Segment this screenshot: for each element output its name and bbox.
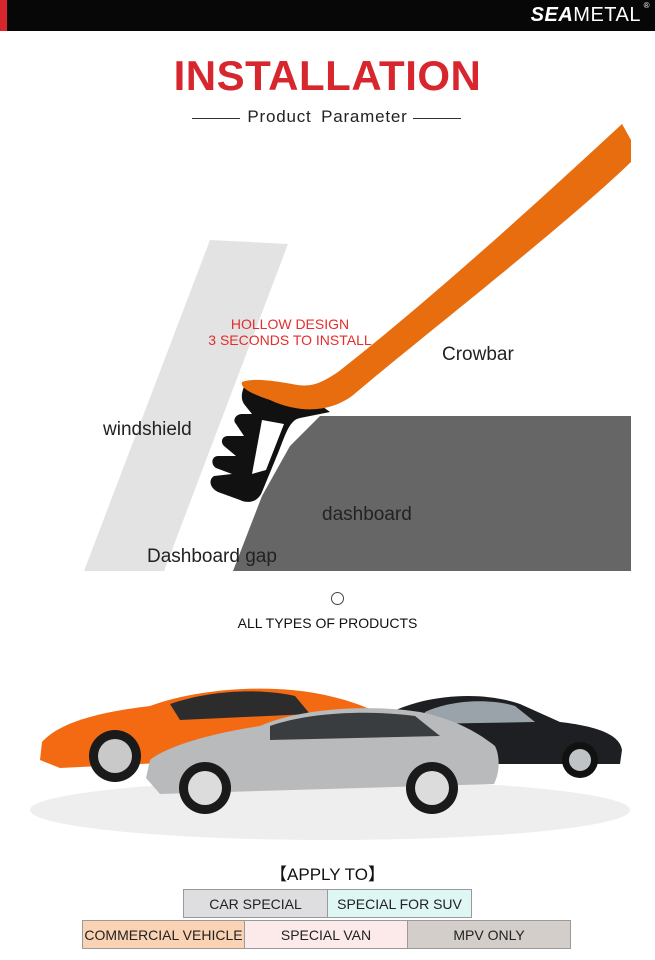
brand-metal: METAL: [573, 4, 641, 26]
apply-to-title: 【APPLY TO】: [270, 865, 385, 884]
top-bar: SEAMETAL®: [0, 0, 655, 31]
apply-special-suv: SPECIAL FOR SUV: [327, 889, 472, 918]
dashboard-label: dashboard: [322, 504, 412, 525]
hollow-design-note: HOLLOW DESIGN 3 SECONDS TO INSTALL: [200, 316, 380, 348]
circle-icon: [331, 592, 344, 605]
crowbar-shape: [241, 124, 631, 410]
apply-car-special: CAR SPECIAL: [183, 889, 328, 918]
page-subtitle: Product Parameter: [247, 107, 408, 126]
brand-reg: ®: [643, 1, 650, 10]
cars-shadow: [30, 780, 630, 840]
windshield-label: windshield: [103, 419, 192, 440]
brand-logo: SEAMETAL®: [530, 1, 650, 27]
hollow-line-1: HOLLOW DESIGN: [230, 316, 350, 332]
subtitle-divider-left: [192, 118, 240, 119]
apply-commercial-vehicle: COMMERCIAL VEHICLE: [82, 920, 245, 949]
seal-hollow: [252, 420, 284, 474]
hollow-line-2: 3 SECONDS TO INSTALL: [208, 332, 372, 348]
cars-illustration: [30, 688, 630, 840]
page-title: INSTALLATION: [173, 52, 482, 99]
installation-diagram: [84, 124, 631, 571]
top-bar-accent: [0, 0, 7, 31]
dashboard-shape: [233, 416, 631, 571]
silver-sedan: [146, 708, 499, 814]
apply-special-van: SPECIAL VAN: [244, 920, 408, 949]
dashboard-gap-label: Dashboard gap: [147, 546, 277, 567]
subtitle-divider-right: [413, 118, 461, 119]
windshield-shape: [84, 240, 288, 571]
crowbar-label: Crowbar: [442, 344, 514, 365]
all-types-label: ALL TYPES OF PRODUCTS: [237, 615, 418, 631]
brand-sea: SEA: [530, 4, 574, 26]
apply-mpv-only: MPV ONLY: [407, 920, 571, 949]
